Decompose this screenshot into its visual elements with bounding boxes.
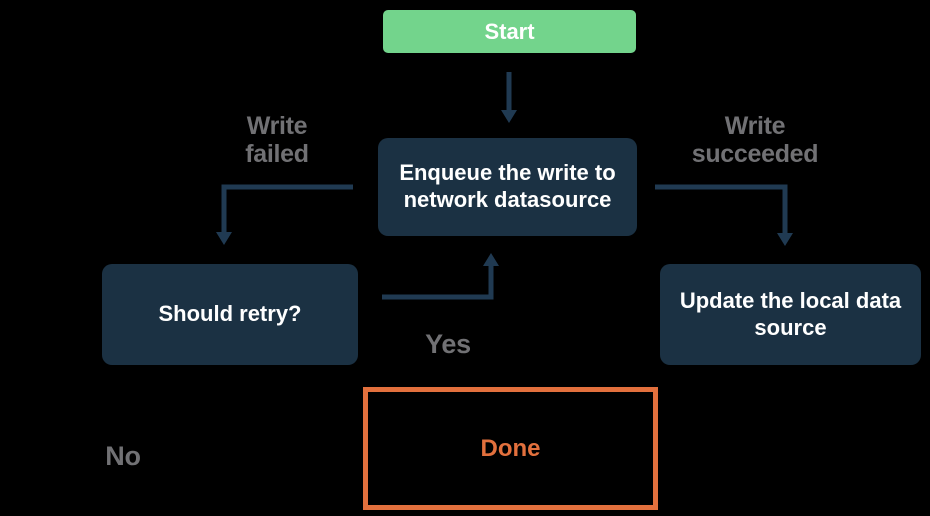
edge-label-write-succeeded: Write succeeded	[691, 112, 819, 168]
arrow-start-to-enqueue	[501, 72, 517, 123]
should-retry-node-label: Should retry?	[158, 301, 302, 327]
done-node-label: Done	[480, 434, 541, 462]
edge-label-no: No	[105, 441, 141, 471]
start-node: Start	[383, 10, 636, 53]
start-node-label: Start	[484, 18, 535, 44]
update-local-source-node: Update the local data source	[660, 264, 921, 365]
edge-label-yes: Yes	[425, 329, 471, 359]
enqueue-write-node-label: Enqueue the write to network datasource	[399, 160, 616, 212]
arrow-enqueue-to-update	[655, 184, 793, 246]
edge-label-write-failed: Write failed	[245, 112, 309, 168]
arrow-enqueue-to-retry	[216, 184, 353, 245]
arrow-retry-to-enqueue	[382, 253, 499, 300]
update-local-source-node-label: Update the local data source	[679, 287, 902, 340]
done-node: Done	[363, 387, 658, 510]
enqueue-write-node: Enqueue the write to network datasource	[378, 138, 637, 236]
should-retry-node: Should retry?	[102, 264, 358, 365]
